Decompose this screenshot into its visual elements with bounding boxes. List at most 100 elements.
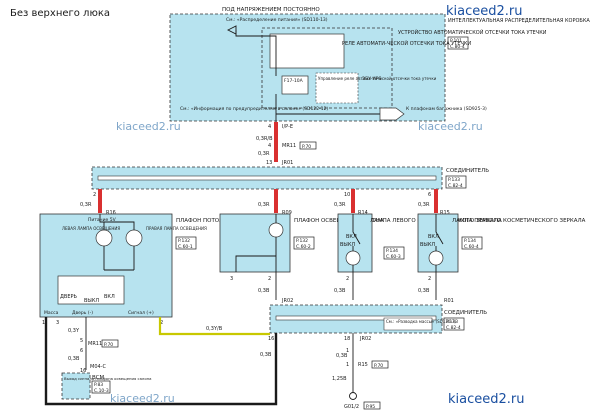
overhead-off: ВЫКЛ [84,298,99,304]
overhead-left-lamp-icon [95,229,113,247]
ground-symbol-icon [349,392,357,400]
wire-black-heavy [44,317,278,406]
r-ground-ref: P.70 [374,363,383,369]
conn-r01: R01 [444,298,454,304]
connector2-label: СОЕДИНИТЕЛЬ [444,310,487,316]
bcm-pin: M04-C [90,364,106,370]
connector2-ref-box [443,317,465,331]
watermark-mid-right: kiaceed2.ru [418,120,483,133]
wire-y: 0,3Y [68,328,80,334]
pin-room-2: 2 [268,276,271,282]
overhead-wires [99,214,135,271]
conn-ijb: I/P-E [282,124,293,130]
bcm-ref-box [91,380,111,394]
wire-red-overhead [98,189,102,213]
pin-overhead-2: 2 [160,320,163,326]
conn-r15-b: R15 [358,362,368,368]
warning-ref: См.: «Информация по предупредителям в са… [180,106,328,112]
right-vanity-off: ВЫКЛ [420,242,435,248]
overhead-ref-box [175,236,197,250]
ground-ref: См.: «Разводка массы» (SD130-7) [386,319,456,324]
left-vanity-off: ВЫКЛ [340,242,355,248]
wire-r-room: 0,3R [258,202,270,208]
wire-r-left: 0,3R [334,202,346,208]
overhead-ref-code: C.60-1 [178,244,193,250]
wire-b-a: 0,3B [258,288,270,294]
right-vanity-ref-box [461,236,483,250]
left-vanity-on: ВКЛ [346,234,357,240]
wire-yellow [158,317,270,336]
left-vanity-ref-code: C.60-3 [386,254,401,260]
right-vanity-ref-code: C.60-4 [464,244,479,250]
wire-rb-top: 0,3R/B [256,136,273,142]
room-ref-box [293,236,315,250]
ground-label: G01/2 [344,404,359,410]
lamp-ref-arrow-shape [379,107,405,121]
left-vanity-ref-page: P.134 [386,248,398,254]
wire-yb: 0,3Y/B [206,326,223,332]
pin-rv-2: 2 [428,276,431,282]
control-text: Управление реле автома-тической отсечки … [318,76,437,81]
overhead-on: ВКЛ [104,294,115,300]
conn-r16: R16 [106,210,116,216]
wire-red-top [274,122,278,162]
right-vanity-lamp-icon [428,250,444,266]
overhead-door: ДВЕРЬ [60,294,78,300]
pin-jr02-1: 1 [346,348,349,354]
ijb-ref-page: P.101 [450,38,462,44]
pin-jr01-13: 13 [266,160,272,166]
mr11b-ref-box [101,339,119,348]
watermark-mid: kiaceed2.ru [116,120,181,133]
connector1-label: СОЕДИНИТЕЛЬ [446,168,489,174]
wire-red-room [274,189,278,213]
pin-gnd-1: 1 [346,362,349,368]
ijb-ref-code: C.80-4 [450,44,465,50]
mr11b-ref: P.70 [104,342,113,348]
ijb-ref-box [447,36,469,50]
room-wires [235,214,277,272]
left-vanity-ref-box [383,246,405,260]
pin-bcm-16: 16 [80,368,86,374]
wire-r-right: 0,3R [418,202,430,208]
wire-r-a: 0,3R [258,151,270,157]
ground-ref-shape [383,317,433,331]
connector1-ref-page: P.133 [448,177,460,183]
watermark-top: kiaceed2.ru [446,4,523,19]
overhead-switch-box [57,275,125,305]
left-vanity-lamp-icon [345,250,361,266]
bcm-note: Выход сигнала плафона освещения салона [64,376,151,381]
bcm-box [61,372,91,400]
overhead-right-lamp: ПРАВАЯ ЛАМПА ОСВЕЩЕНИЯ [146,226,207,231]
conn-jr02: JR02 [281,298,293,304]
wire-b-main: 1,25B [332,376,347,382]
connector2-ref-code: C.82-4 [446,325,461,331]
wire-b-long: 0,3B [260,352,272,358]
fuse-label: F17-10A [284,78,304,84]
right-vanity-label: ЛАМПА ПРАВОГО КОСМЕТИЧЕСКОГО ЗЕРКАЛА [452,218,586,224]
overhead-door-signal: Дверь (-) [72,310,93,316]
wire-b-ground: 0,3B [336,353,348,359]
ijb-device-label: УСТРОЙСТВО АВТОМАТИЧЕСКОЙ ОТСЕЧКИ ТОКА У… [398,29,547,36]
bcm-label: BCM [92,375,105,381]
conn-mr11: MR11 [282,143,296,149]
pin-jr01-10: 10 [344,192,350,198]
conn-jr02-b: JR02 [359,336,371,342]
ijb-power-ref: См.: «Распределение питания» (SD110-13) [226,17,328,23]
connector2-bar [275,315,437,321]
lamp-ref: К плафонам багажника (SD925-3) [406,106,487,112]
conn-jr01: JR01 [281,160,293,166]
conn-mr11-b: MR11 [88,341,102,347]
connector1-ref-code: C.82-4 [448,183,463,189]
conn-r09: R09 [282,210,292,216]
right-vanity-on: ВКЛ [428,234,439,240]
room-ref-page: P.132 [296,238,308,244]
mr11-ref-box [299,141,317,150]
pin-jr02-16: 16 [268,336,274,342]
right-vanity-ref-page: P.134 [464,238,476,244]
pin-overhead-3: 3 [56,320,59,326]
overhead-ref-page: P.132 [178,238,190,244]
conn-r14: R14 [358,210,368,216]
wire-r-overhead: 0,3R [80,202,92,208]
pin-overhead-1: 1 [42,320,45,326]
